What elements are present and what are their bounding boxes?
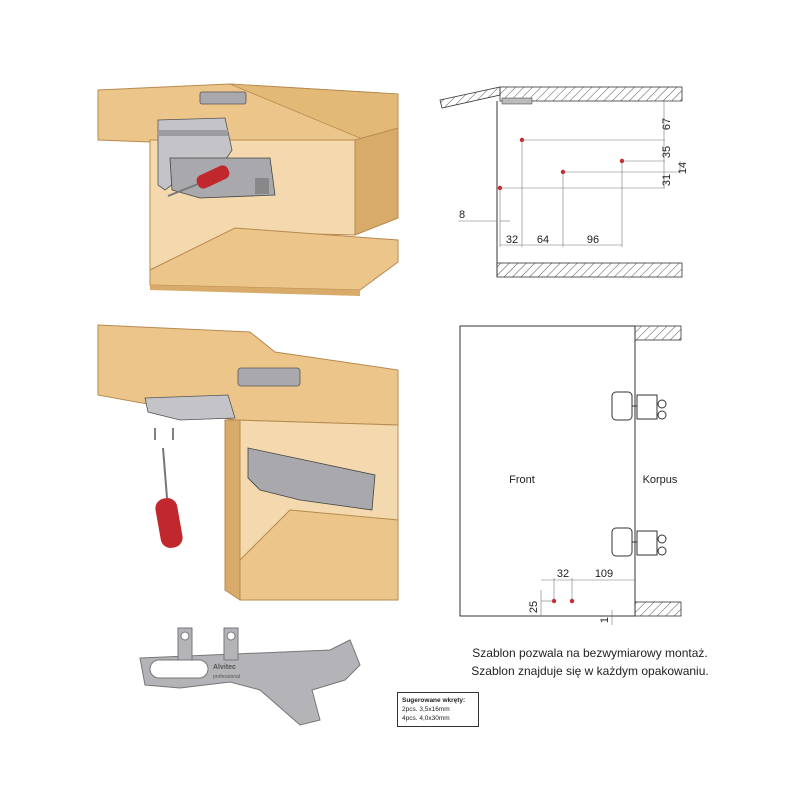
- dim-32: 32: [506, 234, 518, 246]
- dim-67: 67: [661, 118, 673, 130]
- middle-cabinet-illustration: [97, 324, 399, 601]
- dim-64: 64: [537, 234, 549, 246]
- dim-31: 31: [661, 174, 673, 186]
- caption-line-2: Szablon znajduje się w każdym opakowaniu…: [471, 664, 709, 678]
- korpus-label: Korpus: [643, 474, 678, 486]
- dim-32b: 32: [557, 568, 569, 580]
- bottom-technical-drawing: Front Korpus 32 109 25 1: [459, 325, 682, 625]
- dim-8: 8: [459, 209, 465, 221]
- dim-25: 25: [528, 601, 540, 613]
- hinge-bottom: [611, 527, 667, 557]
- screws-box: Sugerowane wkręty: 2pcs. 3,5x16mm 4pcs. …: [397, 692, 479, 727]
- top-technical-drawing: 67 35 31 14 8 32 64 96: [439, 86, 689, 278]
- screws-line-2: 4pcs. 4,0x30mm: [402, 715, 450, 722]
- template-brand: Alvitec: [213, 664, 236, 671]
- dim-14: 14: [677, 162, 689, 174]
- screws-line-1: 2pcs. 3,5x16mm: [402, 706, 450, 713]
- top-cabinet-illustration: [97, 83, 399, 296]
- dim-35: 35: [661, 146, 673, 158]
- mounting-template: Alvitec professional: [139, 627, 361, 726]
- caption-line-1: Szablon pozwala na bezwymiarowy montaż.: [472, 646, 708, 660]
- caption: Szablon pozwala na bezwymiarowy montaż. …: [440, 644, 740, 680]
- hinge-top: [611, 391, 667, 421]
- dim-96: 96: [587, 234, 599, 246]
- screws-title: Sugerowane wkręty:: [402, 697, 466, 704]
- template-brand-sub: professional: [213, 674, 240, 680]
- dim-109: 109: [595, 568, 613, 580]
- dim-1: 1: [599, 617, 611, 623]
- front-label: Front: [509, 474, 535, 486]
